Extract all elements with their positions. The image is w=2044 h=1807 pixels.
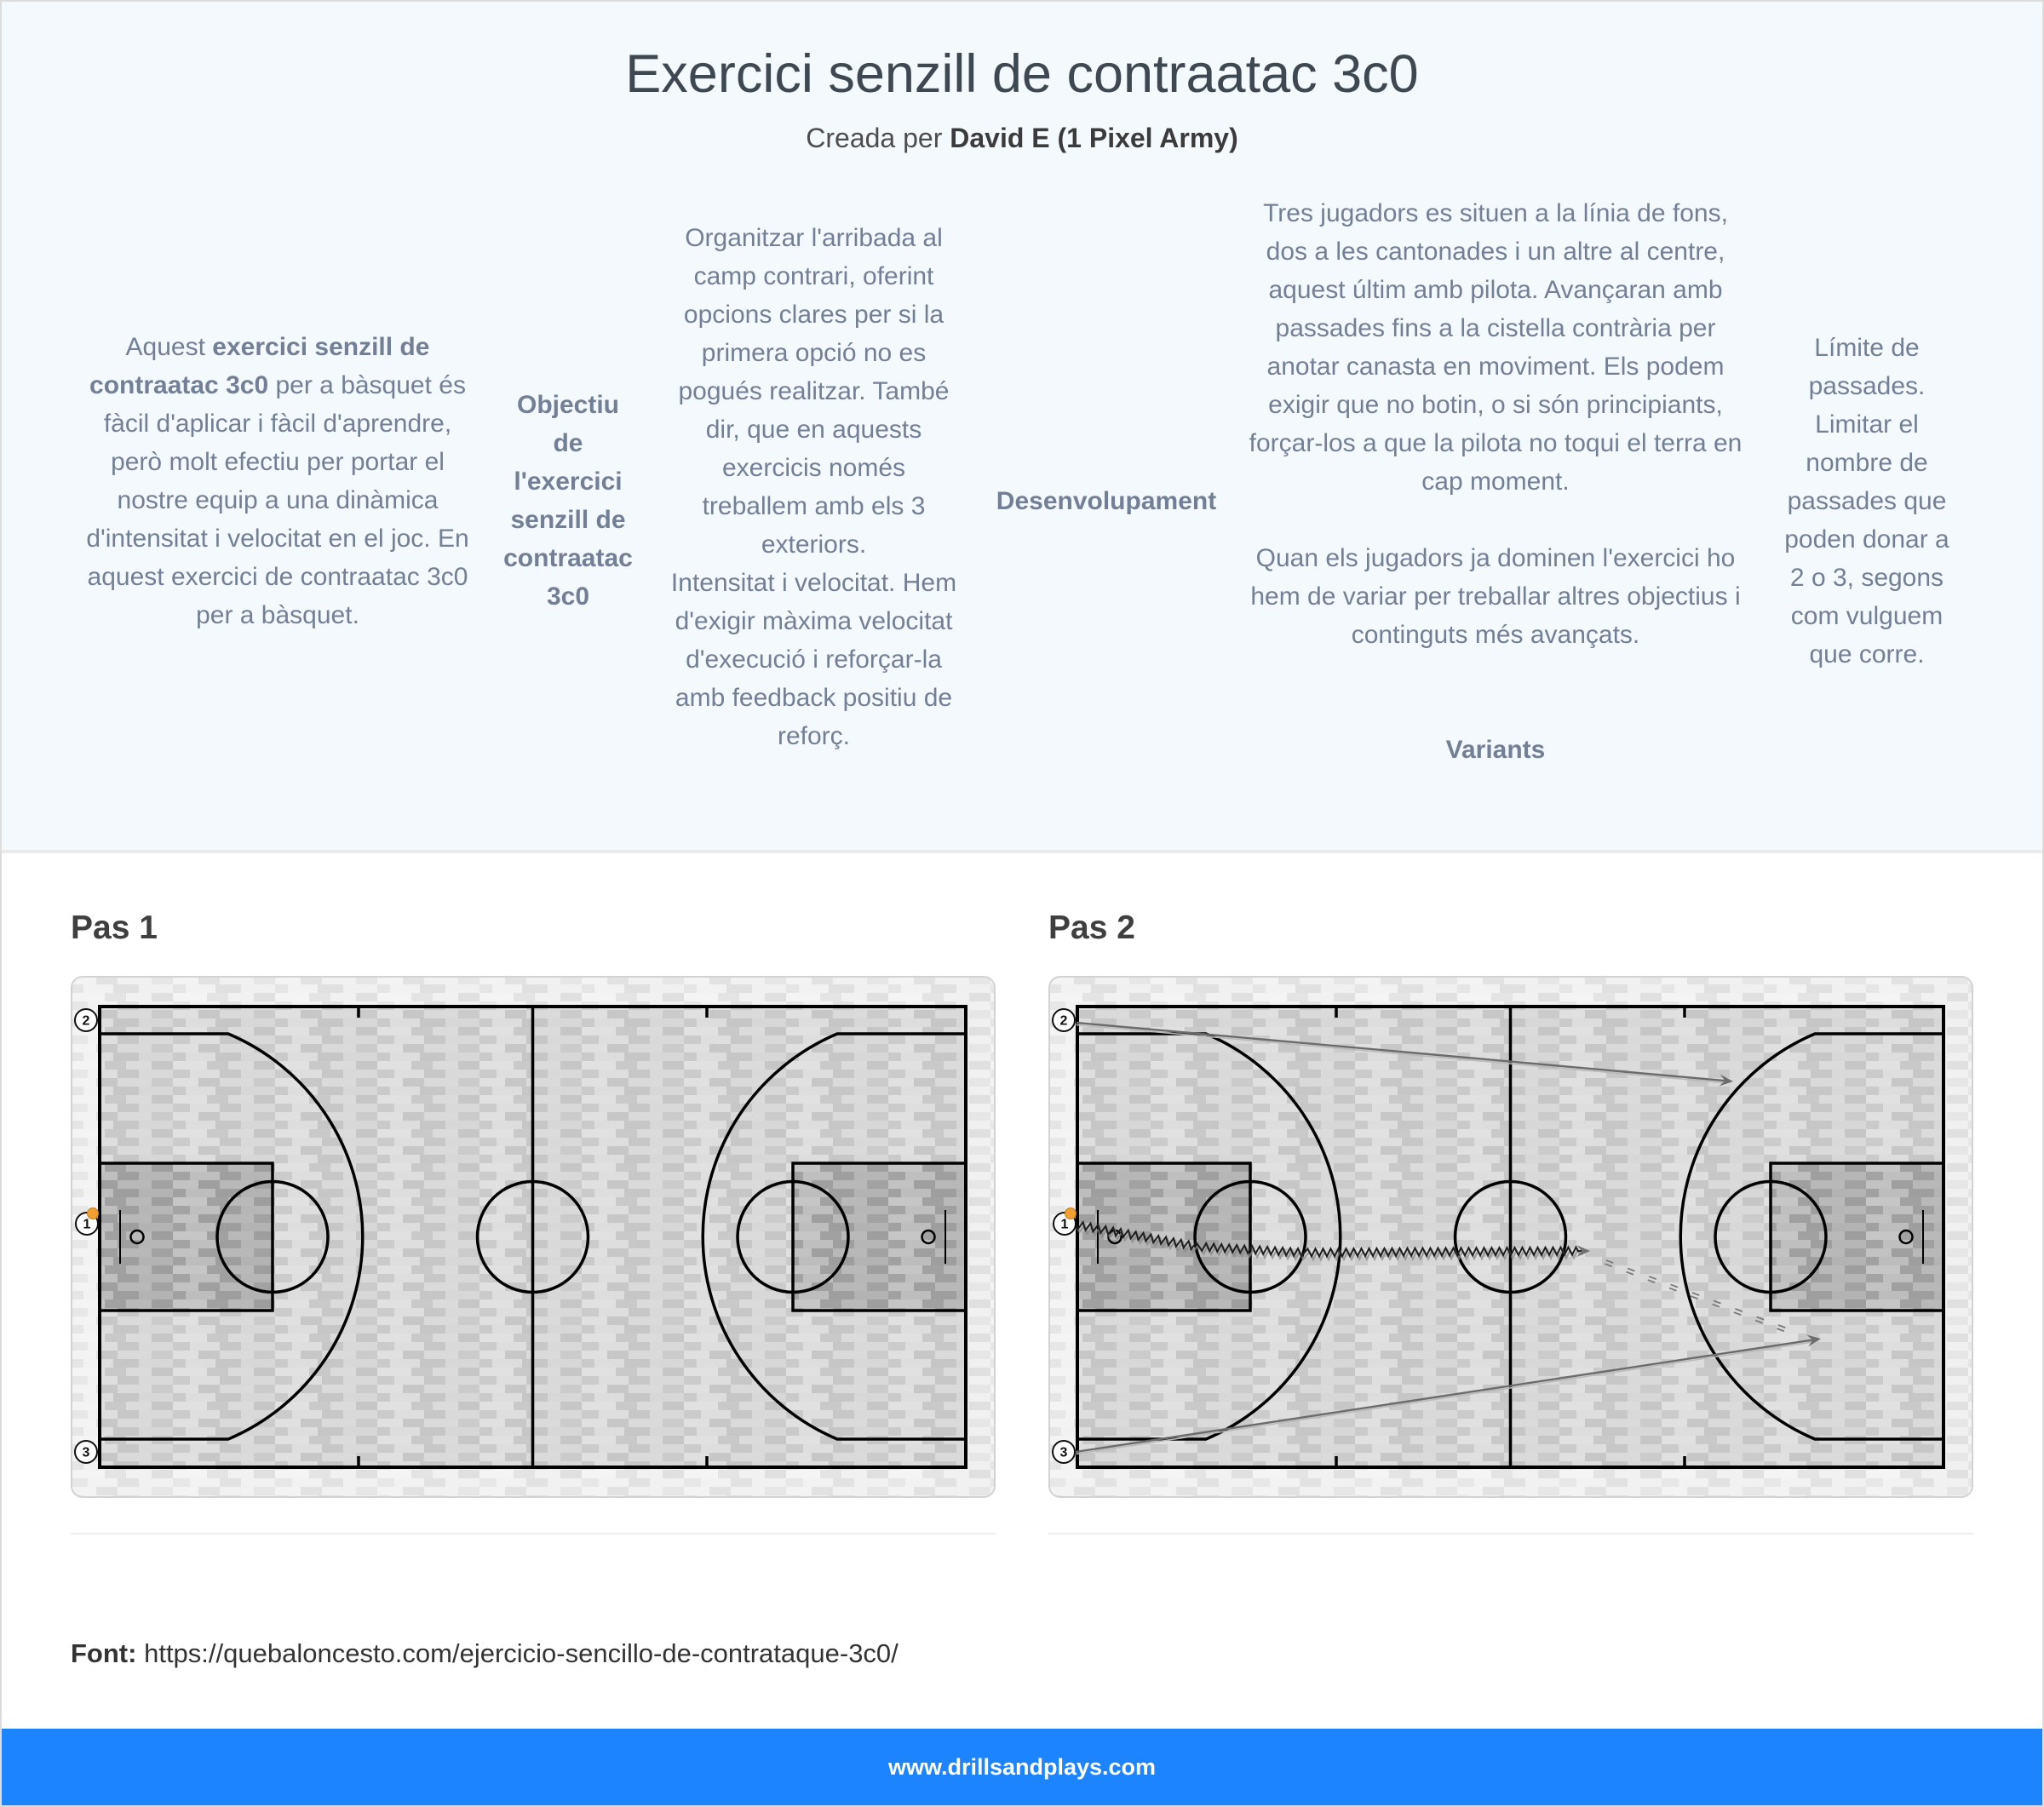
site-footer: www.drillsandplays.com [2,1729,2042,1805]
variants-heading: Variants [1445,735,1546,764]
development-paragraph: Tres jugadors es situen a la línia de fo… [1249,198,1743,496]
player-2-marker: 2 [1052,1008,1076,1032]
basketball-court-icon: 2 1 3 [1050,978,1972,1496]
step-title: Pas 1 [71,909,158,946]
movement-cut [1075,1334,1821,1455]
intro-text: Aquest exercici senzill de contraatac 3c… [82,328,474,634]
ball-icon [87,1208,99,1219]
diagram-overlay: 2 1 3 [74,1008,99,1464]
variants-text: Límite de passades. Limitar el nombre de… [1784,333,1949,668]
step-title: Pas 2 [1048,909,1135,946]
footer-site-link[interactable]: www.drillsandplays.com [887,1754,1157,1780]
player-1-marker: 1 [1053,1208,1077,1236]
player-3-marker: 3 [74,1440,98,1464]
player-3-marker: 3 [1052,1440,1076,1464]
svg-text:1: 1 [83,1218,91,1232]
source-label: Font: [71,1638,137,1668]
svg-text:3: 3 [1060,1446,1068,1460]
source-credit: Font: https://quebaloncesto.com/ejercici… [71,1635,899,1672]
objective-heading: Objectiu de l'exercici senzill de contra… [503,391,633,611]
divider [71,1533,996,1535]
diagram-overlay: 2 1 3 [1052,1008,1821,1464]
ball-icon [1065,1208,1077,1219]
court-diagram: 2 1 3 [71,976,996,1498]
movement-cut [1076,1021,1733,1087]
svg-text:2: 2 [1060,1014,1068,1029]
arrowhead-icon [1576,1245,1590,1258]
author-byline: Creada per David E (1 Pixel Army) [2,119,2042,157]
svg-text:3: 3 [83,1446,90,1460]
divider [1048,1533,1973,1535]
development-paragraph: Quan els jugadors ja dominen l'exercici … [1250,543,1741,649]
byline-prefix: Creada per [806,123,943,153]
arrowhead-icon [1806,1334,1821,1347]
arrowhead-icon [1719,1074,1733,1087]
drill-header: Exercici senzill de contraatac 3c0 Cread… [2,2,2042,853]
objective-paragraph: Intensitat i velocitat. Hem d'exigir màx… [670,569,957,750]
movement-pass [1604,1259,1786,1333]
source-url: https://quebaloncesto.com/ejercicio-senc… [144,1638,899,1668]
intro-bold: exercici senzill de contraatac 3c0 [89,333,430,399]
svg-text:1: 1 [1061,1218,1069,1232]
development-heading: Desenvolupament [996,486,1217,515]
intro-after: per a bàsquet és fàcil d'aplicar i fàcil… [86,371,469,629]
court-diagram: 2 1 3 [1048,976,1973,1498]
step-2: Pas 2 2 1 3 [1048,909,1973,1535]
basketball-court-icon: 2 1 3 [72,978,994,1496]
intro-before: Aquest [125,333,213,361]
description-row: Aquest exercici senzill de contraatac 3c… [2,187,2042,775]
development-text: Tres jugadors es situen a la línia de fo… [1246,194,1745,769]
page-title: Exercici senzill de contraatac 3c0 [625,44,1419,104]
author-name: David E (1 Pixel Army) [950,123,1238,153]
objective-paragraph: Organitzar l'arribada al camp contrari, … [678,224,950,559]
svg-text:2: 2 [83,1014,90,1029]
movement-dribble [1074,1219,1590,1262]
player-2-marker: 2 [74,1008,98,1032]
objective-text: Organitzar l'arribada al camp contrari, … [669,219,959,755]
step-1: Pas 1 2 1 3 [71,909,996,1535]
player-1-marker: 1 [75,1208,99,1236]
